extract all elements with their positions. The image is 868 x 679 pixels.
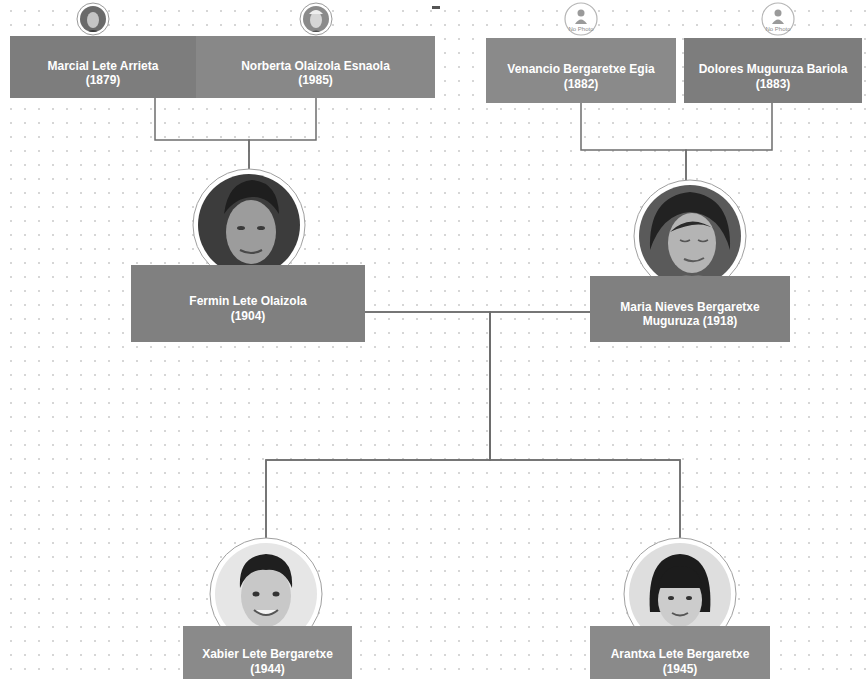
person-box: Norberta Olaizola Esnaola(1985) — [196, 36, 435, 98]
birth-year: (1879) — [86, 73, 121, 87]
no-photo-label: No Photo — [758, 26, 798, 32]
top-mark — [432, 6, 440, 9]
person-name: Maria Nieves Bergaretxe Muguruza (1918) — [596, 300, 784, 329]
birth-year: (1945) — [663, 662, 698, 676]
person-box: Maria Nieves Bergaretxe Muguruza (1918) — [590, 276, 790, 342]
birth-year: (1904) — [231, 309, 266, 323]
person-box: Fermin Lete Olaizola(1904) — [131, 265, 365, 342]
person-name: Arantxa Lete Bergaretxe — [611, 647, 750, 661]
thumb-ring — [77, 3, 109, 35]
person-name: Venancio Bergaretxe Egia — [507, 62, 654, 76]
birth-year: (1944) — [250, 662, 285, 676]
photo-thumb — [300, 3, 332, 35]
person-box: Xabier Lete Bergaretxe(1944) — [183, 626, 352, 679]
person-head — [775, 10, 782, 17]
person-name: Marcial Lete Arrieta — [48, 59, 159, 73]
person-box: Venancio Bergaretxe Egia(1882) — [486, 38, 676, 103]
birth-year: (1883) — [756, 77, 791, 91]
person-box: Dolores Muguruza Bariola(1883) — [684, 38, 862, 103]
person-name: Norberta Olaizola Esnaola — [241, 59, 390, 73]
birth-year: (1882) — [564, 77, 599, 91]
person-name: Xabier Lete Bergaretxe — [202, 647, 333, 661]
person-body — [772, 20, 784, 25]
birth-year: (1985) — [298, 73, 333, 87]
person-box: Marcial Lete Arrieta(1879) — [10, 36, 196, 98]
thumb-ring — [300, 3, 332, 35]
person-name: Dolores Muguruza Bariola — [699, 62, 848, 76]
person-body — [575, 20, 587, 25]
photo-thumb — [77, 3, 109, 35]
person-box: Arantxa Lete Bergaretxe(1945) — [590, 626, 770, 679]
person-head — [578, 10, 585, 17]
no-photo-label: No Photo — [561, 26, 601, 32]
person-name: Fermin Lete Olaizola — [189, 294, 306, 308]
